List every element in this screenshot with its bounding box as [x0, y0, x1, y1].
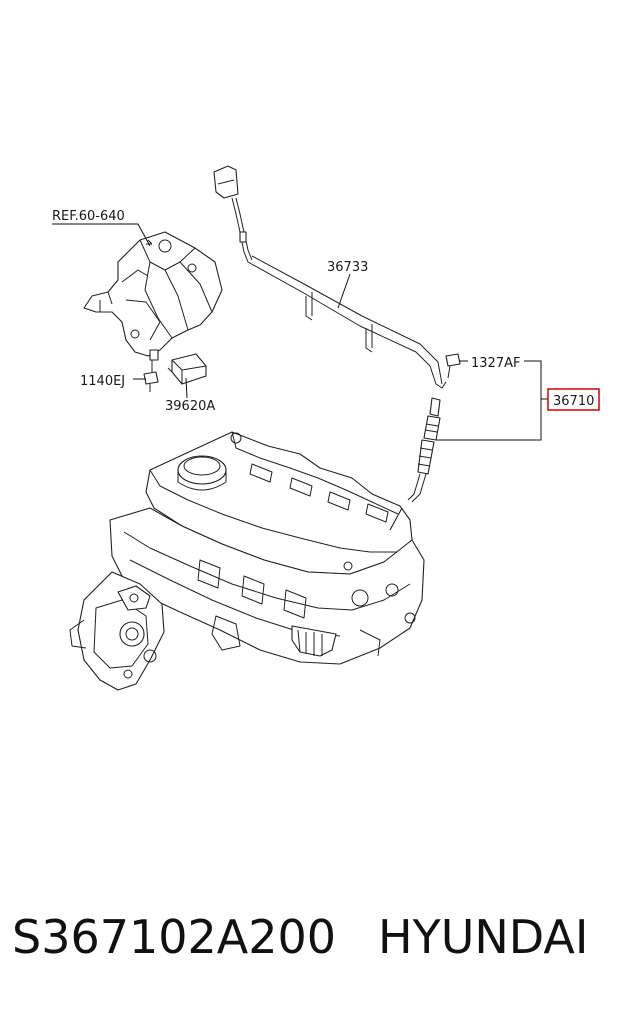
leader-lines — [52, 223, 548, 531]
highlighted-part-box: 36710 — [547, 388, 600, 411]
glow-plug-36710-drawing — [407, 397, 441, 503]
bolt-1140ej-drawing — [143, 371, 159, 392]
exploded-parts-diagram: REF.60-640 36733 1140EJ 39620A 1327AF 36… — [52, 165, 600, 691]
highlight-frame — [547, 388, 600, 411]
module-39620a-drawing — [167, 353, 207, 385]
callout-36710: 36710 — [553, 394, 594, 409]
brand-name: HYUNDAI — [378, 910, 589, 964]
engine-block-drawing — [69, 431, 425, 691]
nut-1327af-drawing — [445, 353, 461, 379]
wiring-harness-36733-drawing — [213, 165, 447, 389]
callout-39620a: 39620A — [165, 399, 215, 414]
callout-1140ej: 1140EJ — [80, 374, 125, 389]
part-number: S367102A200 — [12, 910, 337, 964]
callout-36733: 36733 — [327, 260, 368, 275]
bracket-assembly-drawing — [83, 231, 223, 372]
callout-ref-60-640: REF.60-640 — [52, 209, 125, 224]
callout-1327af: 1327AF — [471, 356, 520, 371]
